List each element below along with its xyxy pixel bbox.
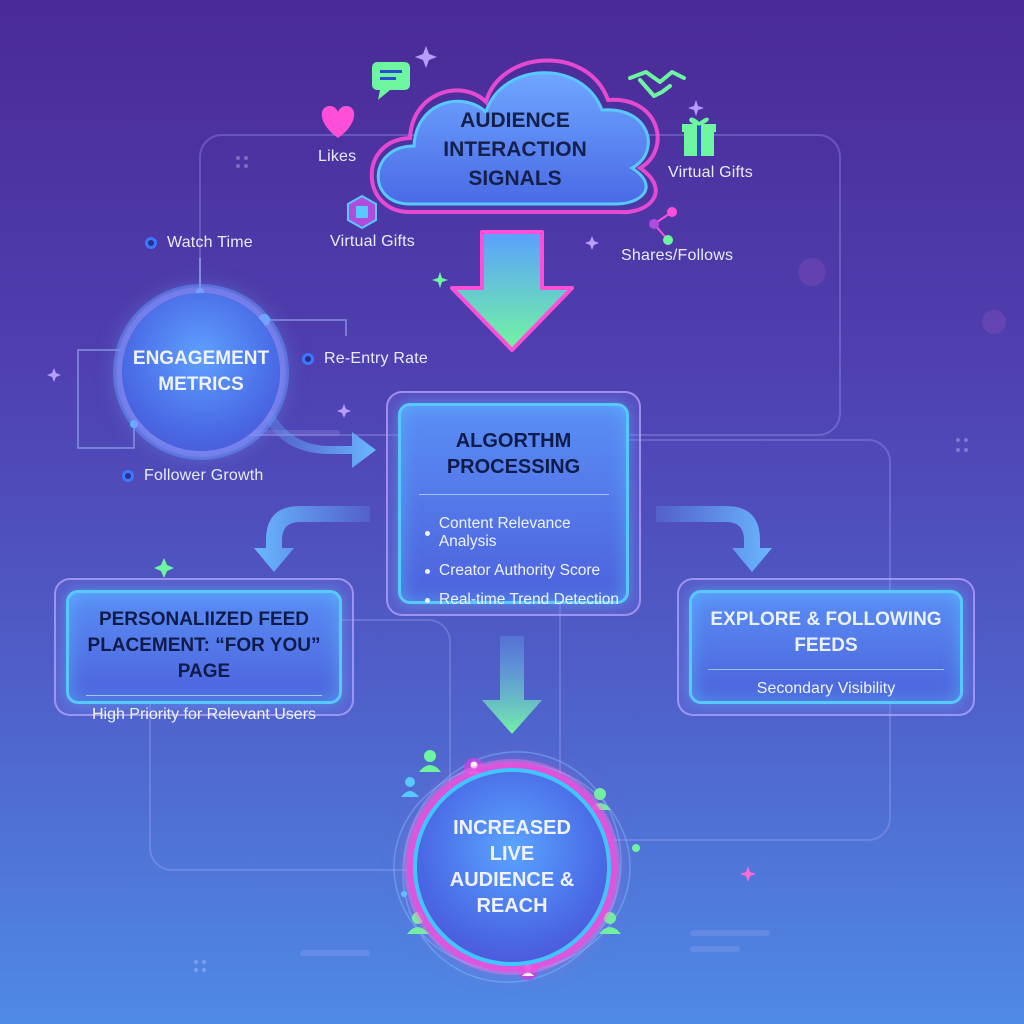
metric-follower-growth-label: Follower Growth <box>144 467 264 484</box>
metric-re-entry-rate: Re-Entry Rate <box>302 350 428 368</box>
chat-bubble-icon <box>372 62 410 100</box>
sparkle-pink <box>740 866 756 882</box>
algorithm-items: Content Relevance Analysis Creator Autho… <box>401 515 626 609</box>
increased-audience-node: Increased Live Audience & Reach <box>417 772 607 962</box>
share-icon <box>649 207 677 245</box>
algorithm-item: Creator Authority Score <box>425 562 626 580</box>
personalized-feed-title: Personaliized Feed Placement: “For You” … <box>69 593 339 685</box>
algorithm-processing-title: Algorthm Processing <box>446 430 581 478</box>
bullet <box>425 530 430 536</box>
label-shares-follows: Shares/Follows <box>621 247 734 264</box>
algorithm-item: Content Relevance Analysis <box>425 515 626 551</box>
increased-audience-title: Increased Live Audience & Reach <box>449 817 575 917</box>
sparkle-green-1 <box>432 272 448 288</box>
present-icon <box>682 117 716 156</box>
personalized-feed-box: Personaliized Feed Placement: “For You” … <box>54 578 354 723</box>
arrow-engagement-to-algorithm <box>264 410 376 468</box>
algorithm-item: Real-time Trend Detection <box>425 591 626 609</box>
label-likes: Likes <box>318 148 357 165</box>
sparkle-1 <box>415 46 437 68</box>
metric-re-entry-rate-label: Re-Entry Rate <box>324 350 428 367</box>
personalized-feed-title-line1: Personaliized Feed <box>98 609 310 630</box>
sparkle-5 <box>47 368 61 382</box>
ring-icon <box>302 353 314 365</box>
label-virtual-gifts-right: Virtual Gifts <box>668 164 753 181</box>
sparkle-2 <box>688 100 704 116</box>
explore-following-panel: Explore & Following Feeds Secondary Visi… <box>689 590 963 704</box>
arrow-algorithm-to-explore <box>656 506 772 572</box>
heart-icon <box>321 106 355 138</box>
handshake-icon <box>628 70 686 98</box>
arrow-cloud-to-algorithm <box>450 230 574 352</box>
algorithm-processing-box: Algorthm Processing Content Relevance An… <box>386 391 641 616</box>
divider <box>418 494 609 495</box>
explore-following-title-line1: Explore & Following <box>710 609 942 630</box>
metric-watch-time: Watch Time <box>145 234 253 252</box>
gift-box-icon <box>347 194 377 230</box>
explore-following-box: Explore & Following Feeds Secondary Visi… <box>677 578 975 716</box>
metric-watch-time-label: Watch Time <box>167 234 253 251</box>
metric-follower-growth: Follower Growth <box>122 467 263 485</box>
ring-icon <box>122 470 134 482</box>
arrow-algorithm-to-result <box>482 636 542 734</box>
algorithm-item-label: Real-time Trend Detection <box>439 591 620 608</box>
arrow-algorithm-to-feed <box>254 506 370 572</box>
person-icons <box>401 750 640 980</box>
divider <box>708 669 944 670</box>
bullet <box>425 568 430 574</box>
engagement-metrics-title: Engagement Metrics <box>132 348 270 395</box>
label-virtual-gifts-left: Virtual Gifts <box>330 233 415 250</box>
cloud-title: Audience Interaction Signals <box>443 109 587 190</box>
sparkle-green-2 <box>154 558 174 578</box>
sparkle-3 <box>337 404 351 418</box>
engagement-metrics-node: Engagement Metrics <box>122 293 280 451</box>
explore-following-title: Explore & Following Feeds <box>692 593 960 659</box>
personalized-feed-title-line2: Placement: “For You” Page <box>87 635 321 682</box>
algorithm-processing-panel: Algorthm Processing Content Relevance An… <box>398 403 629 608</box>
bullet <box>425 597 430 603</box>
algorithm-item-label: Content Relevance Analysis <box>438 515 571 550</box>
algorithm-item-label: Creator Authority Score <box>439 562 601 579</box>
explore-following-title-line2: Feeds <box>794 635 858 656</box>
divider <box>86 695 322 696</box>
personalized-feed-subtitle: High Priority for Relevant Users <box>91 706 317 723</box>
ring-icon <box>145 237 157 249</box>
personalized-feed-panel: Personaliized Feed Placement: “For You” … <box>66 590 342 723</box>
explore-following-subtitle: Secondary Visibility <box>756 680 896 697</box>
cloud-shape <box>369 58 660 215</box>
sparkle-4 <box>585 236 599 250</box>
